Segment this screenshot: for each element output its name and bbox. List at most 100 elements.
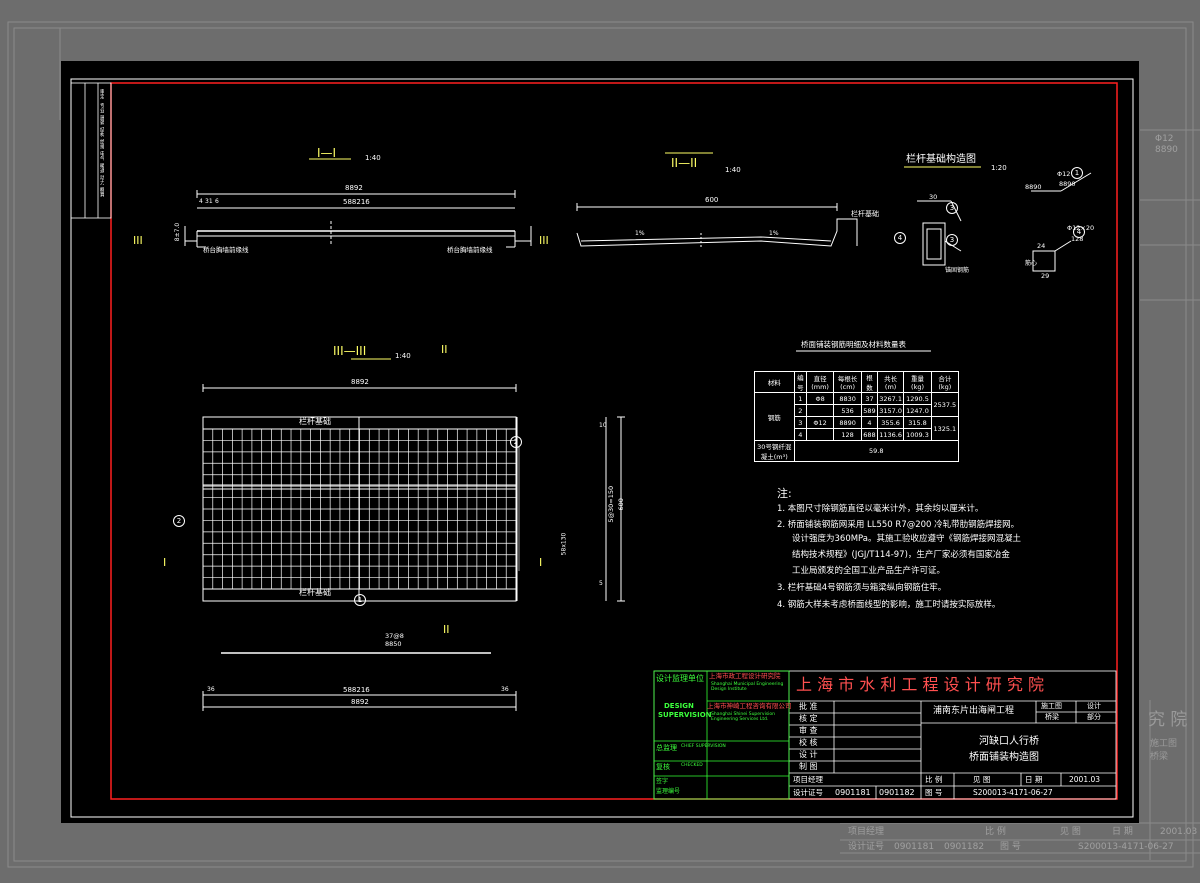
table-cell: 4: [793, 428, 808, 441]
approval-strip-item: 暖通: [99, 163, 104, 173]
approval-strip-item: 给排水: [99, 139, 104, 149]
section-1-right-label: 桥台胸墙前缘线: [447, 246, 493, 254]
section-3-bottom-label: 栏杆基础: [299, 588, 331, 597]
title-block-frame: [653, 670, 1117, 800]
table-header-cell: 编号: [793, 371, 808, 393]
ghost-stage-text: 施工图: [1150, 739, 1178, 749]
review-en: CHECKED: [681, 763, 703, 768]
table-cell: 315.8: [903, 416, 932, 429]
outer-frame: [70, 78, 1134, 818]
section-3-dim-36-right: 36: [501, 686, 509, 693]
role-label: 设 计: [799, 750, 818, 759]
inner-red-frame: [110, 82, 1118, 800]
railing-box-label: 筋心: [1025, 260, 1038, 267]
section-2-foundation-label: 栏杆基础: [851, 210, 879, 218]
part-label: 桥梁: [1045, 713, 1059, 721]
project-name: 浦南东片出海闸工程: [933, 706, 1015, 716]
supervision-en1: DESIGN: [664, 702, 694, 710]
review-label: 复核: [656, 763, 670, 771]
chief-label: 总监理: [656, 744, 677, 752]
ghost-date-value: 2001.03: [1160, 827, 1198, 837]
supervision-label: 设计监理单位: [656, 674, 704, 683]
institute-name: 上 海 市 水 利 工 程 设 计 研 究 院: [796, 675, 1044, 694]
ghost-phi: Φ12: [1155, 134, 1174, 144]
table-header-cell: 直径(mm): [806, 371, 835, 393]
note-item: 工业局颁发的全国工业产品生产许可证。: [792, 566, 946, 576]
table-cell: 8830: [833, 392, 863, 405]
circled-marker-1: 1: [354, 594, 366, 606]
role-label: 批 准: [799, 702, 818, 711]
section-3-title: III—III: [333, 344, 367, 358]
table-total-cell: 2537.5: [930, 392, 960, 417]
cert-1: 0901181: [835, 788, 871, 797]
section-2-slope-right: 1%: [769, 230, 779, 237]
chief-en: CHIEF SUPERVISION: [681, 744, 726, 749]
railing-dim29: 29: [1041, 272, 1050, 280]
supervision-block-frame: [653, 670, 790, 800]
drawing-no-label: 图 号: [925, 788, 943, 797]
ghost-cert1: 0901181: [894, 842, 935, 852]
ghost-scale-text: 比 例: [985, 827, 1006, 837]
section-2-scale: 1:40: [725, 166, 741, 174]
section-3-dim-10: 10: [599, 422, 607, 429]
circled-marker-2: 2: [173, 515, 185, 527]
unit1-cn: 上海市政工程设计研究院: [709, 672, 781, 680]
cert-label: 设计证号: [793, 788, 823, 797]
note-item: 3. 栏杆基础4号钢筋须与箱梁纵向钢筋住牢。: [777, 583, 947, 593]
railing-dim24: 24: [1037, 242, 1046, 250]
section-3-dim-bottom-total: 8892: [351, 698, 369, 706]
section-3-cut-i-left: I: [163, 556, 167, 569]
ghost-part-text: 桥梁: [1150, 752, 1169, 762]
approval-strip-item: 审定结论: [99, 89, 104, 99]
drawing-sheet: 审定结论专业会签建筑结构给排水电气暖通动力概算 I—I 1:40 8892 58…: [61, 61, 1139, 823]
approval-strip-item: 结构: [99, 127, 104, 137]
part-value: 部分: [1087, 713, 1101, 721]
table-cell: 37: [861, 392, 878, 405]
section-2-drawing: [576, 152, 858, 249]
note-item: 2. 桥面铺装钢筋网采用 LL550 R7@200 冷轧带肋钢筋焊接网。: [777, 520, 1020, 530]
table-header-cell: 材料: [754, 371, 795, 393]
railing-item-a: Φ12: [1057, 170, 1071, 178]
note-item: 结构技术规程》(JGJ/T114-97)，生产厂家必须有国家冶金: [792, 550, 1010, 560]
section-3-cut-ii-bottom: II: [443, 623, 450, 636]
table-header-cell: 共长(m): [876, 371, 905, 393]
section-1-left-label: 桥台胸墙前缘线: [203, 246, 249, 254]
circled-marker-2: 2: [510, 436, 522, 448]
mesh-grid-lines: [203, 429, 516, 589]
table-cell: 589: [861, 404, 878, 417]
railing-dim8890: 8890: [1025, 183, 1042, 191]
section-3-dim-5: 5: [599, 580, 603, 587]
table-cell: Φ8: [806, 392, 835, 405]
drawing-no: S200013-4171-06-27: [973, 788, 1053, 797]
table-concrete-label: 30号钢纤混凝土(m³): [754, 440, 795, 462]
section-1-dim-a: 4: [199, 198, 203, 205]
railing-item-a-len: 8890: [1059, 180, 1076, 188]
section-1-cut-left: III: [133, 234, 143, 247]
section-3-scale: 1:40: [395, 352, 411, 360]
drawing-canvas: [70, 78, 1134, 818]
table-cell: 128: [833, 428, 863, 441]
section-1-dim-total: 8892: [345, 184, 363, 192]
approval-strip-item: 电气: [99, 151, 104, 161]
approval-strip-item: 专业会签: [99, 103, 104, 113]
date-value: 2001.03: [1069, 775, 1101, 784]
section-1-dim-b: 31: [205, 198, 213, 205]
section-3-dim-37: 37@8: [385, 632, 404, 640]
table-cell: 4: [861, 416, 878, 429]
section-3-dim-8850: 8850: [385, 640, 402, 648]
circled-marker-3: 3: [946, 234, 958, 246]
sign-label: 签字: [656, 778, 669, 785]
section-3-cut-i-right: I: [539, 556, 543, 569]
scale-label: 比 例: [925, 775, 943, 784]
ghost-institute-text: 究 院: [1148, 710, 1188, 730]
table-cell: 8890: [833, 416, 863, 429]
circled-marker-1: 1: [1071, 167, 1083, 179]
role-label: 核 定: [799, 714, 818, 723]
table-total-cell: 1325.1: [930, 416, 960, 441]
supervise-no-label: 监理编号: [656, 788, 681, 795]
section-3-dim-58: 58x130: [560, 532, 568, 556]
approval-strip-item: 动力: [99, 175, 104, 185]
section-3-top-label: 栏杆基础: [299, 417, 331, 426]
ghost-drawing-no-label: 图 号: [1000, 842, 1021, 852]
